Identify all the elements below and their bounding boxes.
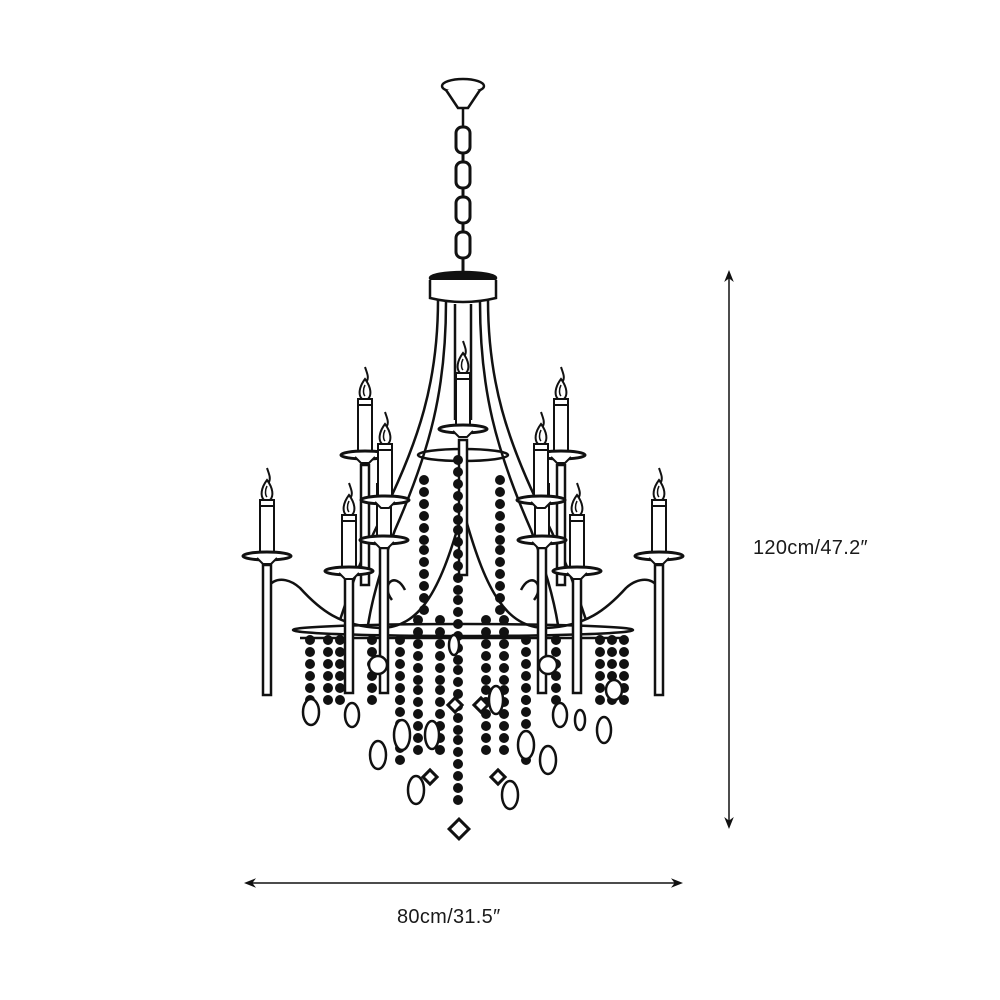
chain bbox=[454, 125, 472, 272]
ceiling-canopy bbox=[440, 77, 486, 126]
diamond-drops bbox=[420, 695, 508, 842]
crown bbox=[428, 270, 498, 304]
width-dimension-label: 80cm/31.5″ bbox=[397, 906, 501, 928]
oval-drops bbox=[301, 633, 624, 811]
height-dimension-label: 120cm/47.2″ bbox=[753, 537, 868, 559]
candle-stems bbox=[261, 438, 665, 697]
